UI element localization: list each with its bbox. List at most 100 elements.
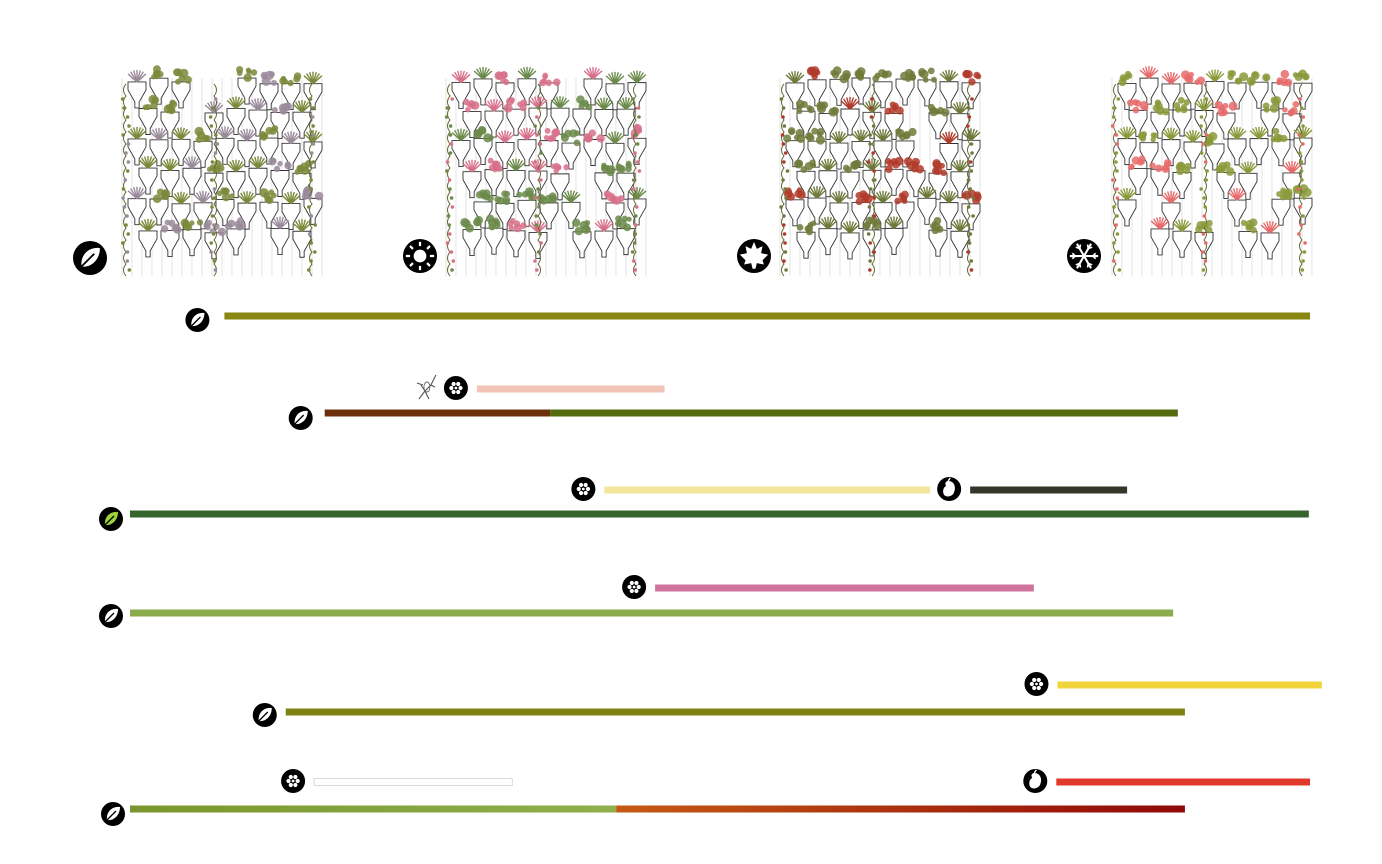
flowering-period-bar [655, 584, 1034, 592]
planter-pot [138, 230, 158, 258]
planter-pot [840, 232, 860, 260]
planter-pot [303, 197, 323, 225]
planter-pot [281, 142, 301, 170]
planter-pot [138, 167, 158, 195]
mosquito-icon [416, 374, 437, 400]
planter-pot [517, 139, 537, 167]
planter-pot [138, 108, 158, 135]
planter-pot [627, 198, 647, 226]
planter-pot [160, 230, 180, 257]
planter-pot [1227, 138, 1247, 166]
planter-pot [160, 111, 180, 139]
planter-pot [539, 82, 559, 110]
plant-wall-illustrations [120, 65, 1313, 277]
planter-pot [627, 137, 647, 165]
planter-pot [1161, 139, 1181, 167]
planter-pot [1150, 168, 1170, 196]
planter-pot [1161, 202, 1181, 230]
fruit-icon [1023, 769, 1048, 793]
planter-pot [840, 171, 860, 199]
planter-pot [484, 227, 504, 255]
planter-pot [1150, 111, 1170, 139]
planter-pot [939, 143, 959, 170]
planter-pot [851, 77, 871, 105]
season-icons [73, 239, 1101, 275]
planter-pot [149, 198, 169, 226]
planter-pot [495, 142, 515, 169]
planter-pot [539, 202, 559, 230]
planter-pot [149, 77, 169, 105]
timeline-row [99, 477, 1309, 531]
planter-pot [528, 231, 548, 259]
leaf-period-bar [285, 708, 1185, 716]
planter-pot [1238, 172, 1258, 200]
planter-pot [594, 230, 614, 258]
planter-pot [1150, 228, 1170, 256]
planter-pot [572, 231, 592, 259]
planter-pot [451, 82, 471, 109]
flowering-period-bar [604, 486, 931, 494]
fruiting-period-bar [1056, 778, 1310, 786]
planter-pot [1128, 168, 1148, 195]
planter-pot [193, 140, 213, 168]
planter-pot [807, 140, 827, 168]
timeline-row [185, 308, 1310, 332]
planter-pot [906, 170, 926, 198]
planter-pot [1249, 81, 1269, 109]
planter-pot [917, 197, 937, 225]
flowering-period-bar [476, 385, 665, 393]
planter-pot [818, 228, 838, 256]
planter-pot [462, 229, 482, 256]
planter-pot [1117, 83, 1137, 110]
planter-pot [561, 142, 581, 170]
planter-pot [895, 78, 915, 106]
planter-pot [840, 108, 860, 136]
plant-wall [444, 66, 647, 277]
leaf-icon [288, 406, 313, 430]
planter-pot [1183, 82, 1203, 110]
planter-pot [594, 172, 614, 200]
planter-pot [1238, 231, 1258, 259]
planter-pot [171, 81, 191, 109]
leaf-icon [185, 308, 210, 332]
planter-pot [873, 81, 893, 109]
planter-pot [1216, 172, 1236, 199]
planter-pot [226, 108, 246, 135]
planter-pot [226, 171, 246, 199]
planter-pot [303, 141, 323, 169]
planter-pot [873, 140, 893, 168]
flowering-period-bar [1057, 681, 1322, 689]
plant-wall [779, 66, 982, 277]
leaf-period-bar [130, 510, 1309, 518]
planter-pot [506, 108, 526, 136]
planter-pot [237, 140, 257, 168]
planter-pot [517, 78, 537, 106]
planter-pot [1249, 138, 1269, 166]
planter-pot [303, 83, 323, 111]
planter-pot [961, 82, 981, 110]
planter-pot [270, 228, 290, 255]
planter-pot [473, 78, 493, 106]
planter-pot [939, 81, 959, 109]
planter-pot [1139, 77, 1159, 105]
planter-pot [829, 202, 849, 230]
planter-pot [1293, 197, 1313, 225]
planter-pot [1194, 231, 1214, 259]
planter-pot [961, 203, 981, 231]
planter-pot [884, 227, 904, 255]
sun-icon [403, 239, 437, 273]
flower-icon [281, 769, 306, 793]
timeline-rows [99, 308, 1322, 826]
planter-pot [583, 139, 603, 166]
planter-pot [594, 109, 614, 136]
planter-pot [895, 140, 915, 168]
planter-pot [1172, 230, 1192, 258]
planter-pot [462, 111, 482, 139]
planter-pot [204, 112, 224, 140]
planter-pot [1271, 198, 1291, 226]
planter-pot [928, 172, 948, 200]
planter-pot [1117, 199, 1137, 227]
planter-pot [259, 83, 279, 111]
